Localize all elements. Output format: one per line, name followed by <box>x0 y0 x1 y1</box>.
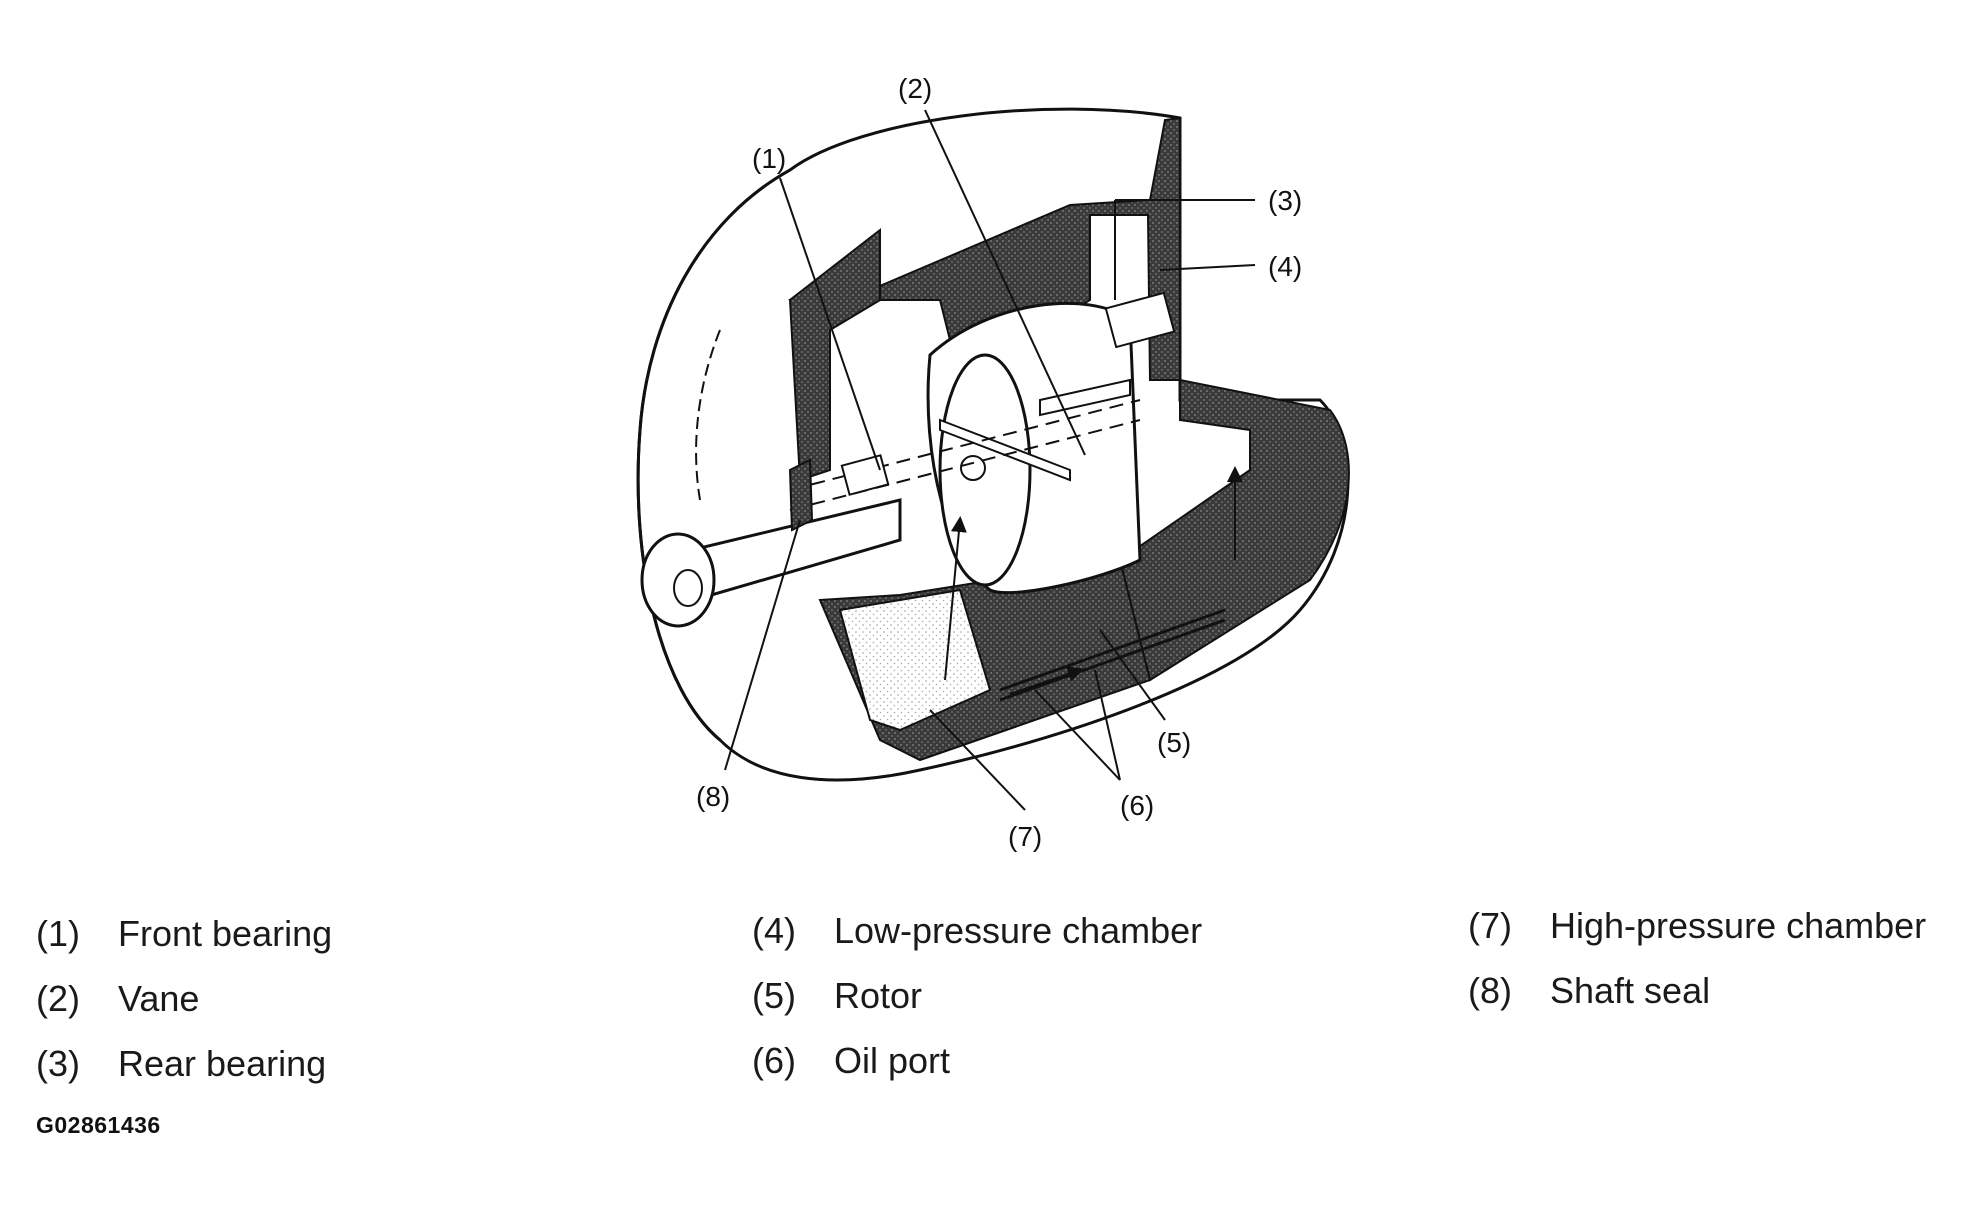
vane-pump-cutaway-diagram: (1) (2) (3) (4) (5) (6) (7) (8) <box>636 73 1350 852</box>
callout-7: (7) <box>1008 821 1042 852</box>
legend-column-2: (4) Low-pressure chamber (5) Rotor (6) O… <box>752 910 1202 1105</box>
legend-item: (1) Front bearing <box>36 913 332 978</box>
front-bearing <box>840 454 890 496</box>
legend-item: (2) Vane <box>36 978 332 1043</box>
leader-lines <box>724 109 1256 811</box>
oil-port-passage <box>944 466 1243 702</box>
legend-label: Vane <box>118 978 200 1019</box>
legend-number: (7) <box>1468 905 1512 946</box>
legend-number: (5) <box>752 975 796 1016</box>
shaft-seal <box>788 458 814 532</box>
legend-label: High-pressure chamber <box>1550 905 1927 946</box>
callout-5: (5) <box>1157 727 1191 758</box>
callout-4: (4) <box>1268 251 1302 282</box>
callout-3: (3) <box>1268 185 1302 216</box>
legend-label: Shaft seal <box>1550 970 1711 1011</box>
legend-item: (7) High-pressure chamber <box>1468 905 1926 970</box>
legend-column-3: (7) High-pressure chamber (8) Shaft seal <box>1468 905 1926 1035</box>
figure-code: G02861436 <box>36 1112 161 1138</box>
legend-number: (2) <box>36 978 80 1019</box>
legend-item: (8) Shaft seal <box>1468 970 1926 1035</box>
legend-label: Rotor <box>834 975 923 1016</box>
legend-column-1: (1) Front bearing (2) Vane (3) Rear bear… <box>36 913 332 1108</box>
legend-number: (6) <box>752 1040 796 1081</box>
legend-number: (1) <box>36 913 80 954</box>
legend-label: Oil port <box>834 1040 951 1081</box>
legend-item: (6) Oil port <box>752 1040 1202 1105</box>
callout-2: (2) <box>898 73 932 104</box>
legend-number: (8) <box>1468 970 1512 1011</box>
callout-8: (8) <box>696 781 730 812</box>
legend-item: (3) Rear bearing <box>36 1043 332 1108</box>
legend-number: (4) <box>752 910 796 951</box>
legend-label: Front bearing <box>118 913 333 954</box>
legend-number: (3) <box>36 1043 80 1084</box>
legend-item: (4) Low-pressure chamber <box>752 910 1202 975</box>
drive-shaft <box>640 399 1141 628</box>
legend-label: Low-pressure chamber <box>834 910 1203 951</box>
callout-6: (6) <box>1120 790 1154 821</box>
callout-1: (1) <box>752 143 786 174</box>
legend-item: (5) Rotor <box>752 975 1202 1040</box>
rear-bearing <box>1104 291 1176 349</box>
legend-label: Rear bearing <box>118 1043 327 1084</box>
